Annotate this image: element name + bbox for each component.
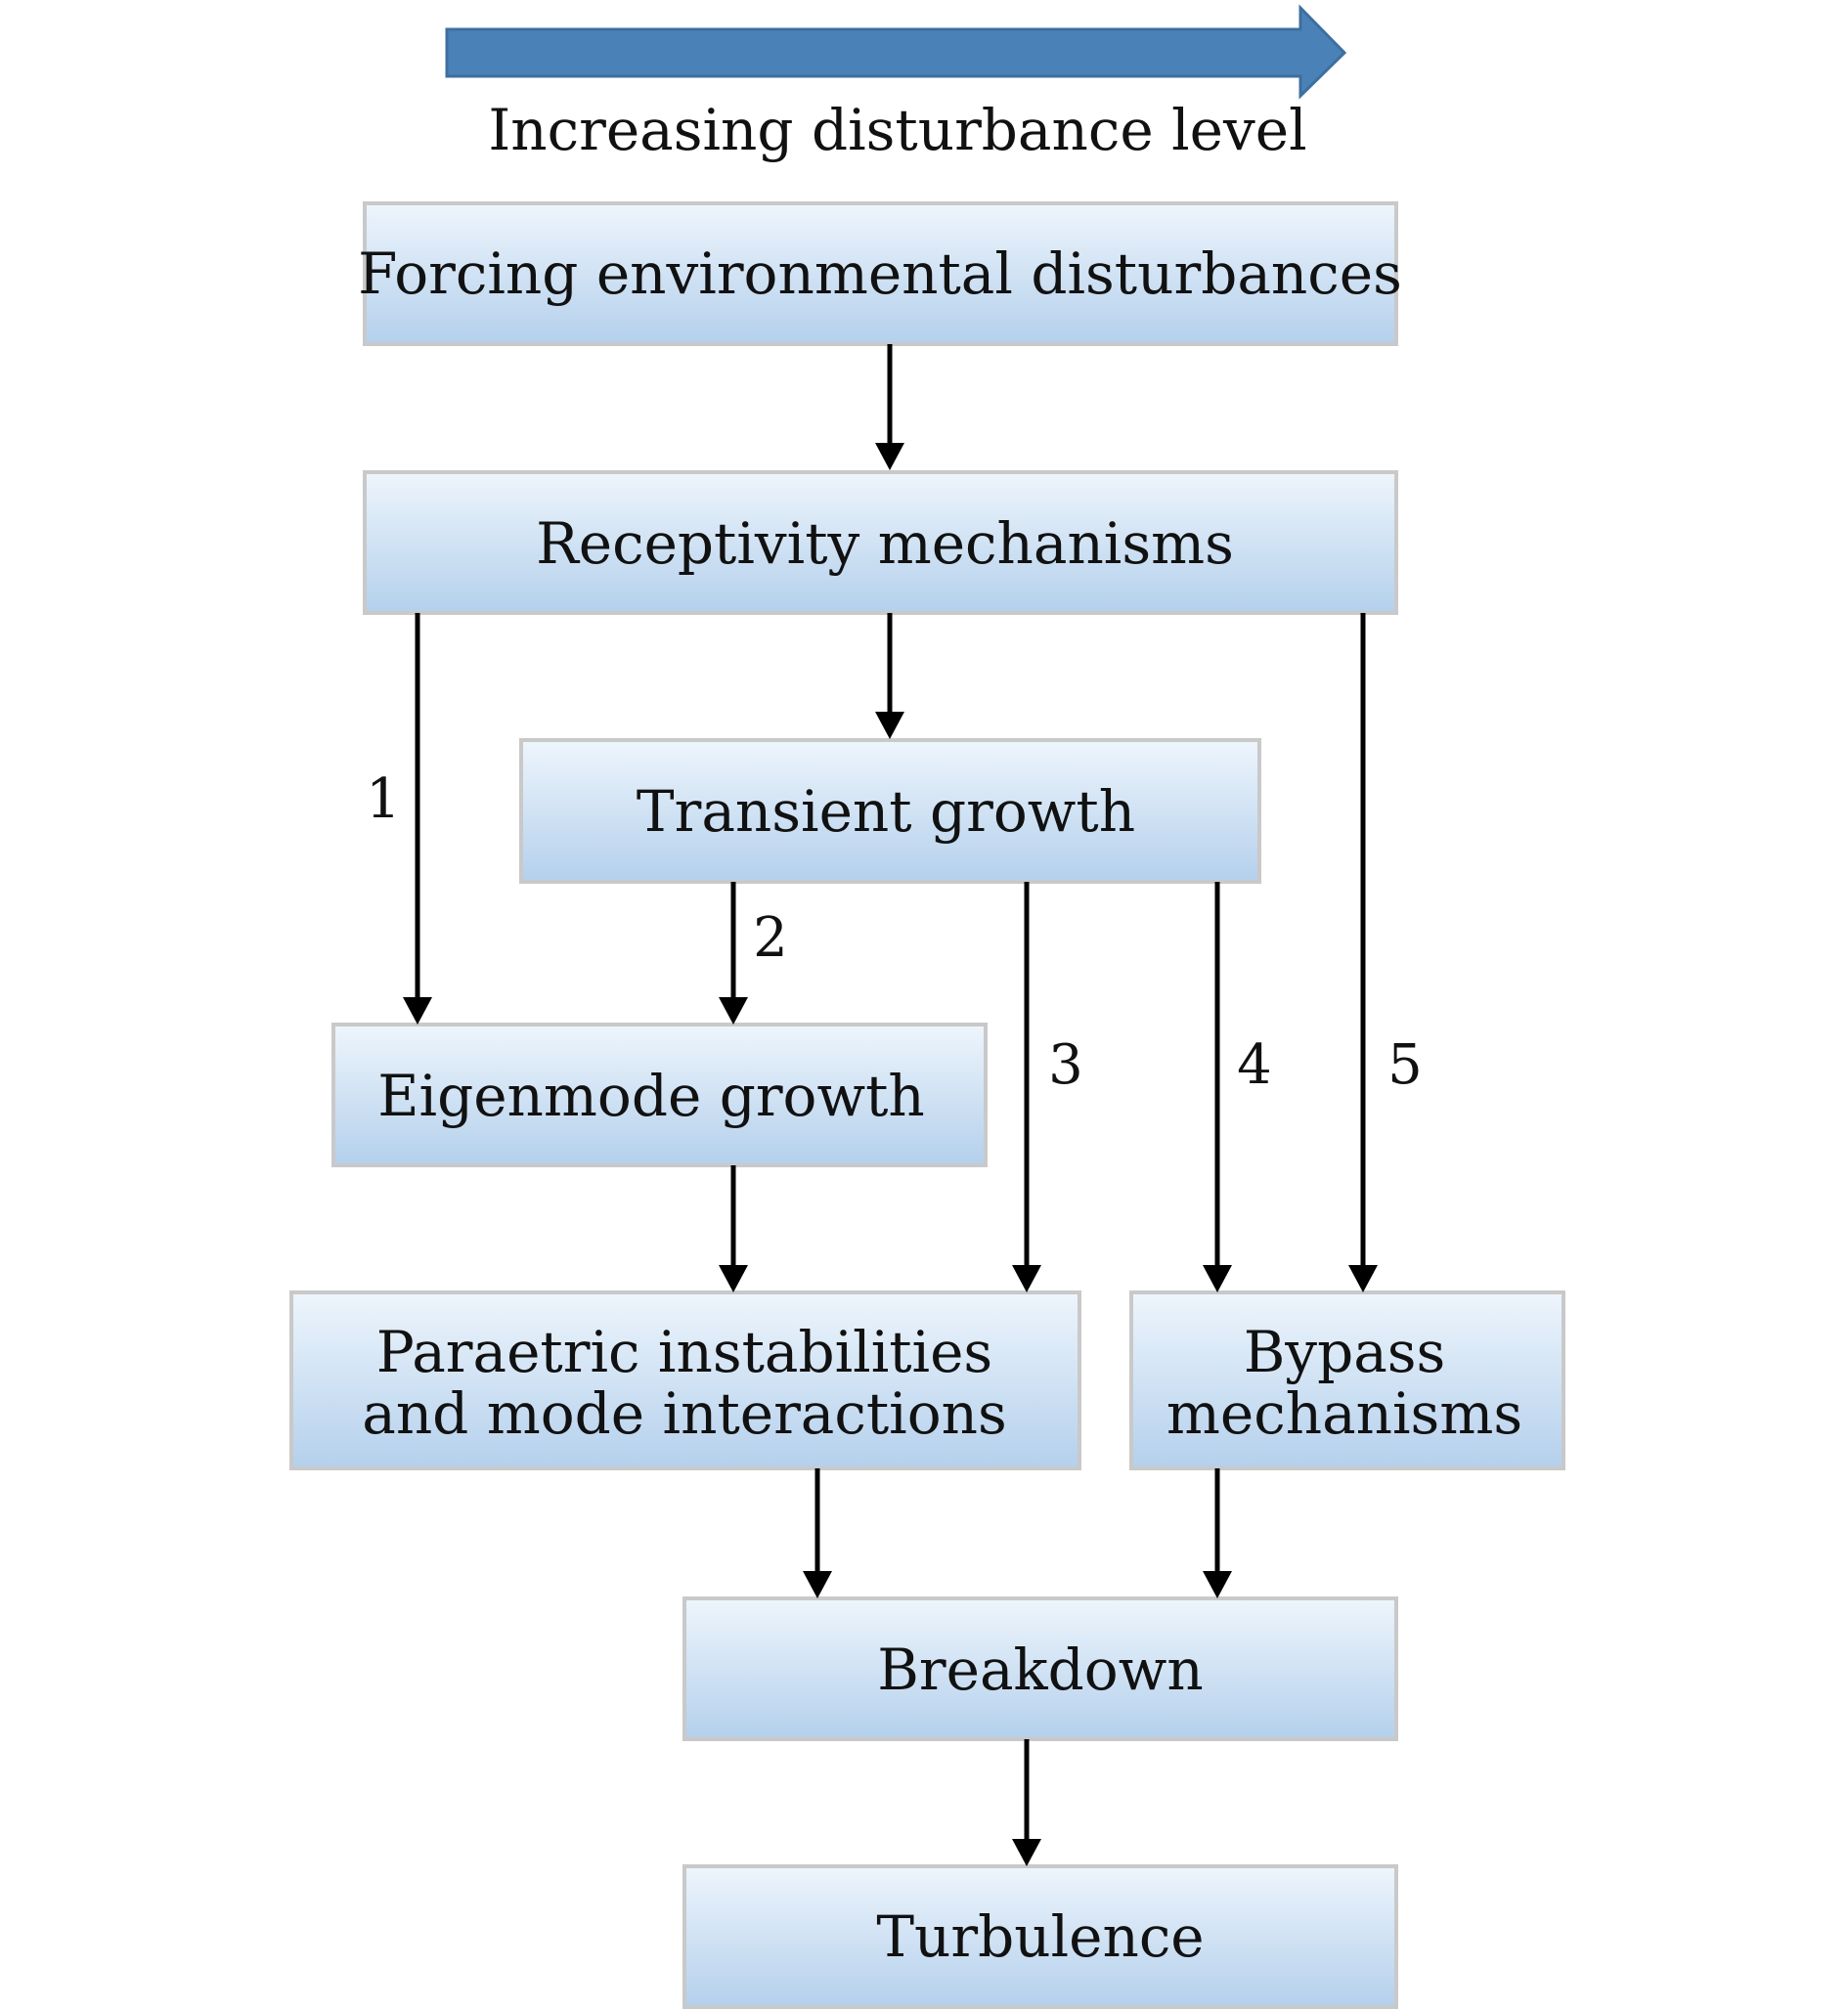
parametric-box: Paraetric instabilities and mode interac… xyxy=(289,1290,1081,1470)
path-number-3: 3 xyxy=(1048,1033,1083,1097)
forcing-box: Forcing environmental disturbances xyxy=(358,201,1402,346)
edge-parametric-breakdown xyxy=(803,1468,832,1598)
parametric-label-line2: and mode interactions xyxy=(362,1380,1007,1447)
turbulence-box: Turbulence xyxy=(682,1864,1398,2009)
bypass-label-line2: mechanisms xyxy=(1166,1380,1522,1447)
edge-path-5 xyxy=(1348,613,1378,1292)
path-number-4: 4 xyxy=(1237,1033,1272,1097)
edge-path-3 xyxy=(1012,882,1041,1292)
edges xyxy=(403,344,1378,1866)
transient-growth-label: Transient growth xyxy=(637,778,1135,845)
path-number-5: 5 xyxy=(1387,1033,1423,1097)
parametric-label-line1: Paraetric instabilities xyxy=(376,1319,992,1385)
breakdown-box: Breakdown xyxy=(682,1596,1398,1741)
right-arrow-icon xyxy=(445,4,1347,100)
receptivity-box: Receptivity mechanisms xyxy=(363,470,1398,615)
edge-path-2 xyxy=(719,882,748,1025)
eigenmode-growth-box: Eigenmode growth xyxy=(331,1023,988,1167)
disturbance-arrow xyxy=(445,4,1347,100)
edge-forcing-receptivity xyxy=(875,344,904,470)
turbulence-label: Turbulence xyxy=(876,1903,1204,1970)
edge-breakdown-turbulence xyxy=(1012,1739,1041,1866)
breakdown-label: Breakdown xyxy=(877,1637,1203,1703)
edge-path-4 xyxy=(1203,882,1232,1292)
edge-path-1 xyxy=(403,613,432,1025)
forcing-label: Forcing environmental disturbances xyxy=(358,240,1402,307)
transient-growth-box: Transient growth xyxy=(519,738,1261,884)
disturbance-level-label: Increasing disturbance level xyxy=(488,97,1306,163)
edge-receptivity-transient xyxy=(875,613,904,739)
eigenmode-growth-label: Eigenmode growth xyxy=(377,1063,925,1129)
path-number-2: 2 xyxy=(753,906,788,970)
bypass-box: Bypass mechanisms xyxy=(1129,1290,1565,1470)
edge-eigenmode-parametric xyxy=(719,1165,748,1292)
bypass-label-line1: Bypass xyxy=(1244,1319,1446,1385)
path-number-1: 1 xyxy=(366,767,401,831)
edge-bypass-breakdown xyxy=(1203,1468,1232,1598)
receptivity-label: Receptivity mechanisms xyxy=(536,510,1234,577)
